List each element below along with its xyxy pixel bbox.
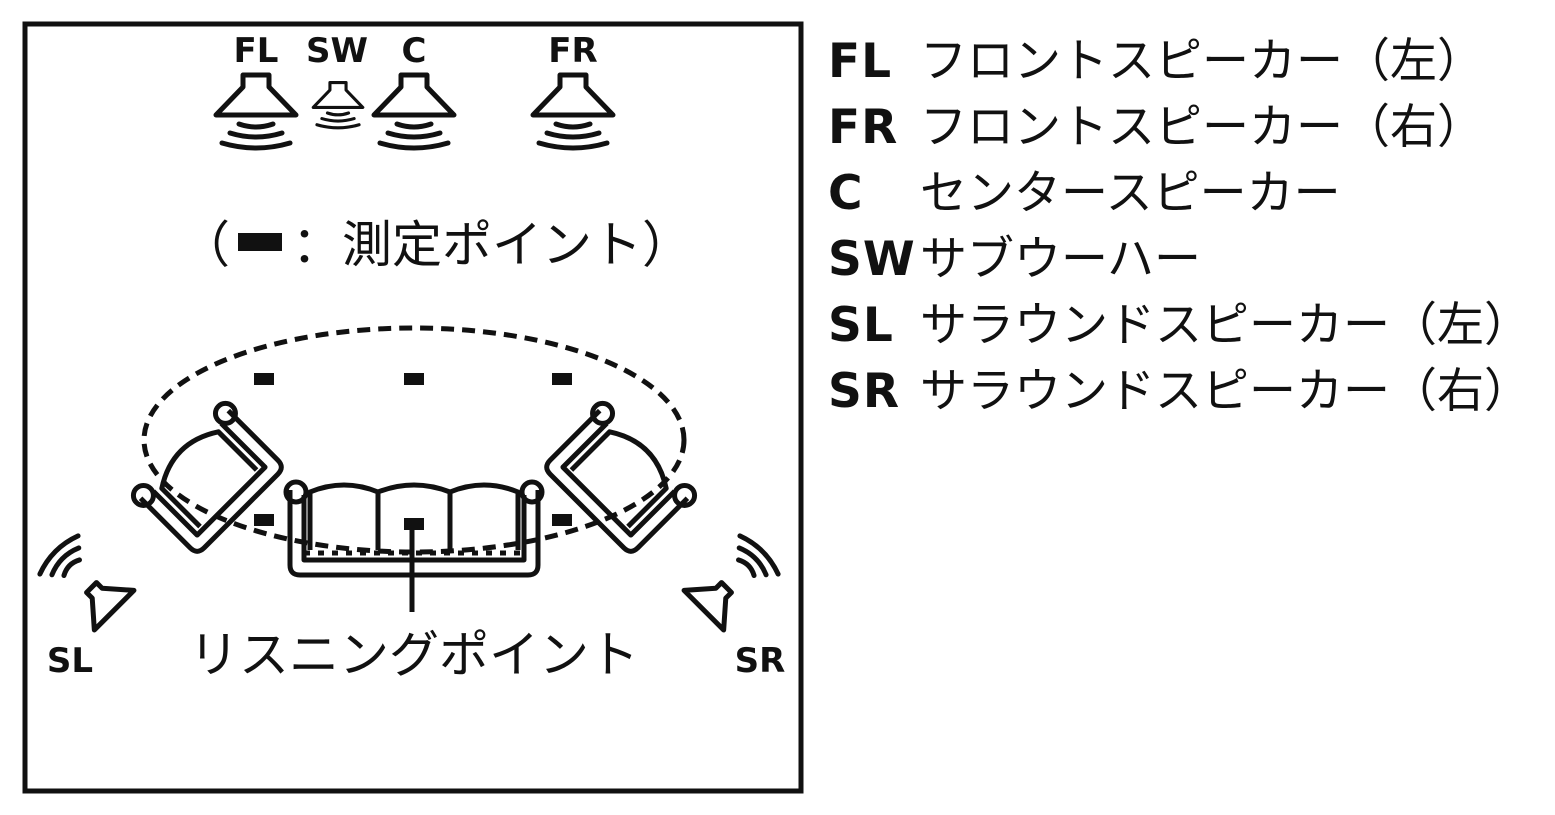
legend-abbr: C — [828, 165, 864, 221]
legend-desc: サラウンドスピーカー（右） — [920, 363, 1531, 419]
legend-desc: センタースピーカー — [920, 165, 1341, 221]
measure-note-text: ：測定ポイント） — [292, 216, 692, 274]
room-frame — [22, 21, 804, 794]
measure-point — [404, 373, 424, 385]
legend-desc: サブウーハー — [920, 231, 1202, 287]
listening-point-label: リスニングポイント — [189, 626, 639, 684]
measure-point — [254, 373, 274, 385]
legend-abbr: FR — [828, 99, 899, 155]
speaker-label-sl: SL — [47, 641, 93, 681]
measure-point — [552, 514, 572, 526]
legend-desc: フロントスピーカー（左） — [920, 33, 1484, 89]
legend-item: SW サブウーハー — [828, 226, 1531, 292]
chair-left-icon — [130, 400, 284, 554]
speaker-layout-diagram: FL SW C FR （ ：測定ポイント） — [22, 21, 804, 794]
legend-abbr: SR — [828, 363, 901, 419]
measure-point — [254, 514, 274, 526]
measure-marker-legend-icon — [238, 233, 282, 251]
speaker-icon-fl — [216, 75, 296, 148]
legend-item: FR フロントスピーカー（右） — [828, 94, 1531, 160]
speaker-label-fl: FL — [234, 31, 279, 71]
speaker-icon-sw — [311, 81, 365, 130]
speaker-label-sr: SR — [735, 641, 786, 681]
measurement-area — [141, 325, 687, 555]
speaker-icon-sr — [684, 532, 782, 630]
speaker-label-sw: SW — [306, 31, 368, 71]
legend-desc: フロントスピーカー（右） — [920, 99, 1484, 155]
measure-point — [552, 373, 572, 385]
speaker-legend: FL フロントスピーカー（左） FR フロントスピーカー（右） C センタースピ… — [828, 28, 1531, 424]
legend-item: FL フロントスピーカー（左） — [828, 28, 1531, 94]
legend-item: C センタースピーカー — [828, 160, 1531, 226]
chair-right-icon — [544, 400, 698, 554]
legend-abbr: FL — [828, 33, 893, 89]
speaker-icon-fr — [533, 75, 613, 148]
legend-item: SR サラウンドスピーカー（右） — [828, 358, 1531, 424]
speaker-label-c: C — [402, 31, 427, 71]
legend-abbr: SL — [828, 297, 894, 353]
speaker-icon-sl — [36, 532, 134, 630]
legend-abbr: SW — [828, 231, 916, 287]
measure-note-open: （ — [180, 216, 230, 274]
speaker-icon-c — [374, 75, 454, 148]
legend-item: SL サラウンドスピーカー（左） — [828, 292, 1531, 358]
speaker-label-fr: FR — [548, 31, 597, 71]
legend-desc: サラウンドスピーカー（左） — [920, 297, 1531, 353]
